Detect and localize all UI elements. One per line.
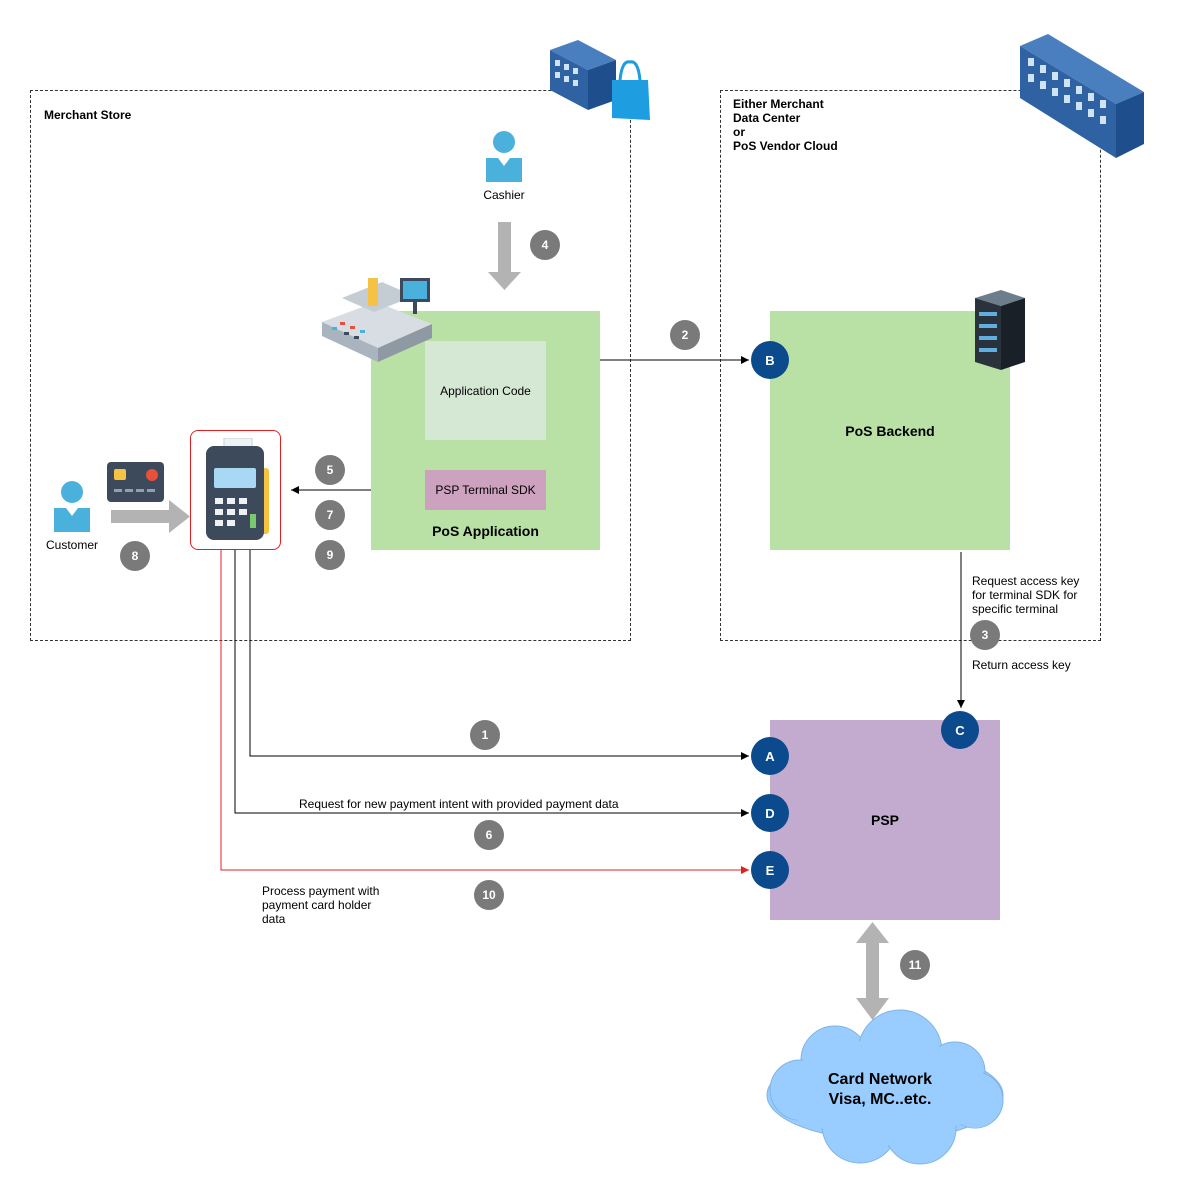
psp-box: PSP — [770, 720, 1000, 920]
process-payment-note: Process payment with payment card holder… — [262, 884, 380, 926]
cash-register-icon — [322, 278, 432, 362]
psp-network-arrow — [856, 922, 889, 1020]
arrow-terminal-to-e — [220, 550, 749, 874]
step-badge-2: 2 — [670, 320, 700, 350]
application-code-label: Application Code — [440, 383, 531, 398]
application-code-box: Application Code — [425, 341, 546, 440]
customer-icon — [54, 481, 90, 532]
payment-terminal-icon — [206, 438, 269, 540]
step-badge-11: 11 — [900, 950, 930, 980]
port-c: C — [941, 711, 979, 749]
credit-card-icon — [107, 462, 164, 502]
pos-backend-box: PoS Backend — [770, 311, 1010, 550]
payment-terminal-frame[interactable] — [190, 430, 281, 550]
data-center-label: Either Merchant Data Center or PoS Vendo… — [733, 97, 838, 153]
psp-terminal-sdk-label: PSP Terminal SDK — [435, 483, 536, 497]
step-badge-5: 5 — [315, 455, 345, 485]
cashier-icon — [486, 131, 522, 182]
step-badge-10: 10 — [474, 880, 504, 910]
step-badge-1: 1 — [470, 720, 500, 750]
payment-intent-note: Request for new payment intent with prov… — [299, 797, 619, 811]
return-access-key-note: Return access key — [972, 658, 1071, 672]
psp-label: PSP — [870, 812, 899, 828]
merchant-store-zone — [30, 90, 631, 641]
port-d: D — [751, 794, 789, 832]
step-badge-3: 3 — [970, 620, 1000, 650]
arrow-terminal-to-d — [234, 550, 749, 817]
request-access-key-note: Request access key for terminal SDK for … — [972, 574, 1080, 616]
customer-arrow — [111, 500, 190, 533]
port-e: E — [751, 851, 789, 889]
step-badge-4: 4 — [530, 230, 560, 260]
port-a: A — [751, 737, 789, 775]
step-badge-7: 7 — [315, 500, 345, 530]
pos-backend-label: PoS Backend — [845, 422, 935, 439]
pos-application-title: PoS Application — [432, 523, 539, 539]
data-center-building-icon — [1020, 34, 1144, 158]
psp-terminal-sdk-box: PSP Terminal SDK — [425, 470, 546, 510]
cashier-label: Cashier — [483, 188, 525, 202]
step-badge-6: 6 — [474, 820, 504, 850]
customer-label: Customer — [45, 538, 98, 552]
data-center-zone — [720, 90, 1101, 641]
card-network-label: Card Network Visa, MC..etc. — [827, 1071, 933, 1108]
cashier-arrow — [488, 222, 521, 290]
server-rack-icon — [975, 290, 1025, 370]
arrow-terminal-to-a — [249, 550, 749, 760]
port-b: B — [751, 341, 789, 379]
step-badge-9: 9 — [315, 540, 345, 570]
step-badge-8: 8 — [120, 541, 150, 571]
store-building-icon — [550, 40, 650, 120]
merchant-store-label: Merchant Store — [44, 108, 132, 122]
